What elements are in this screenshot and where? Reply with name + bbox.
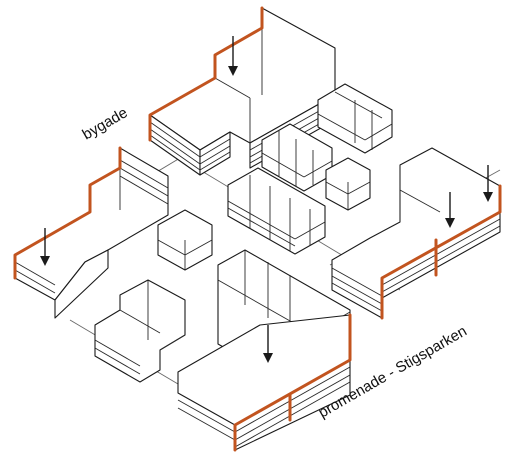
label-bygade: bygade <box>80 104 131 143</box>
building-northeast-cluster <box>318 84 392 153</box>
building-center-small <box>326 158 370 210</box>
building-southwest-cluster <box>95 280 185 382</box>
building-south-slab <box>178 315 350 450</box>
building-middle-left-cube <box>158 210 212 270</box>
